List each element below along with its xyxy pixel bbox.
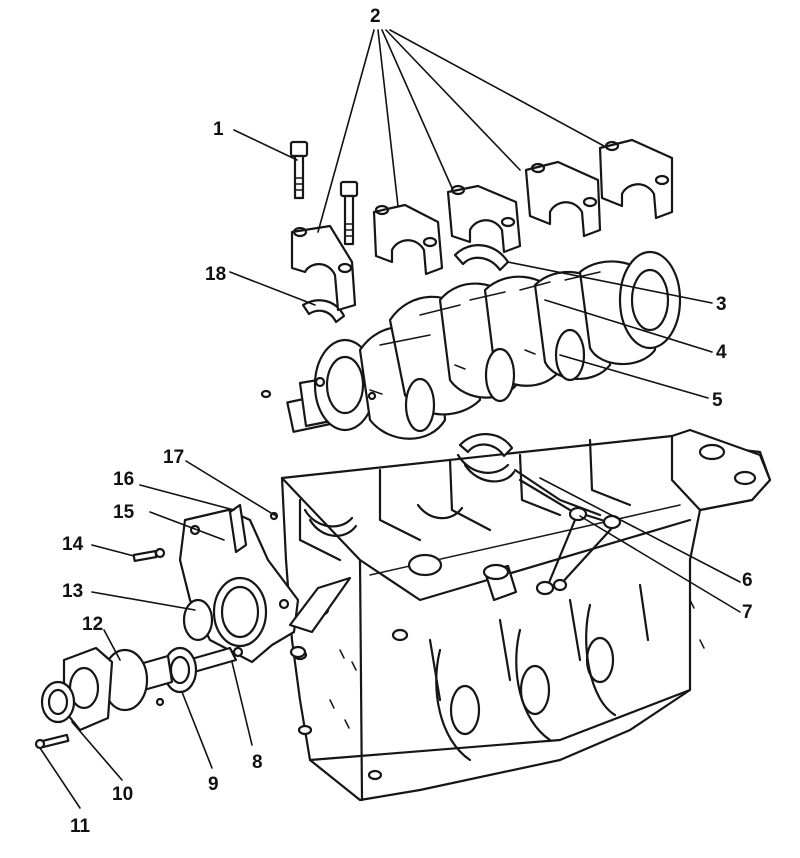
leader-lines: [39, 29, 741, 809]
bolt-2: [339, 180, 359, 246]
callout-5: 5: [712, 390, 723, 411]
callout-2: 2: [370, 6, 381, 27]
crankshaft: [286, 250, 682, 440]
callout-16: 16: [113, 469, 134, 490]
cylinder-block: [280, 428, 772, 802]
oil-pump-assembly: [34, 646, 238, 750]
bearing-cap-bolts: [289, 140, 359, 246]
bearing-cap-1: [290, 224, 357, 312]
main-bearing-caps: [290, 138, 674, 312]
callout-14: 14: [62, 534, 84, 555]
callout-9: 9: [208, 774, 219, 795]
callouts: 2 1 18 3 4 5 17 16 15 14 6 13 7 12 8 9 1…: [62, 6, 753, 837]
callout-7: 7: [742, 602, 753, 623]
bearing-cap-5: [598, 138, 674, 220]
crankshaft-bearings: [260, 244, 514, 458]
callout-11: 11: [70, 816, 91, 837]
callout-18: 18: [205, 264, 226, 285]
callout-17: 17: [163, 447, 184, 468]
callout-8: 8: [252, 752, 263, 773]
callout-10: 10: [112, 784, 133, 805]
callout-1: 1: [213, 119, 224, 140]
callout-13: 13: [62, 581, 83, 602]
callout-12: 12: [82, 614, 103, 635]
callout-4: 4: [716, 342, 727, 363]
bolt-14: [132, 547, 166, 562]
front-seal-housing: [178, 503, 352, 664]
callout-6: 6: [742, 570, 753, 591]
callout-3: 3: [716, 294, 727, 315]
bolt-1: [289, 140, 309, 200]
bearing-cap-3: [446, 184, 522, 254]
bearing-cap-2: [372, 203, 444, 276]
callout-15: 15: [113, 502, 135, 523]
bearing-cap-4: [524, 160, 602, 238]
